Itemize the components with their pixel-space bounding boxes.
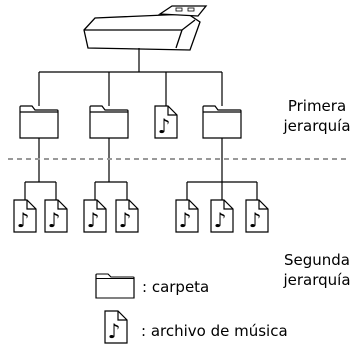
legend-music-file-label: : archivo de música (141, 322, 288, 340)
music-file-icon (175, 199, 199, 233)
folder-icon (202, 105, 242, 139)
second-level-label-line1: Segunda (284, 251, 350, 269)
first-level-label: Primera jerarquía (282, 96, 352, 136)
folder-icon (89, 105, 129, 139)
music-file-icon (115, 199, 139, 233)
music-file-icon (245, 199, 269, 233)
legend-folder-icon (95, 273, 135, 299)
usb-drive-icon (83, 5, 208, 51)
music-file-icon (210, 199, 234, 233)
first-level-label-line1: Primera (287, 97, 347, 115)
folder-icon (19, 105, 59, 139)
music-file-icon (13, 199, 37, 233)
music-file-icon (44, 199, 68, 233)
music-file-icon (154, 105, 178, 139)
music-file-icon (83, 199, 107, 233)
legend-music-file-icon (104, 310, 128, 344)
legend-folder-label: : carpeta (142, 278, 210, 296)
first-level-label-line2: jerarquía (283, 117, 351, 135)
tree-connectors (24, 48, 258, 200)
second-level-label: Segunda jerarquía (282, 250, 352, 290)
second-level-label-line2: jerarquía (283, 271, 351, 289)
